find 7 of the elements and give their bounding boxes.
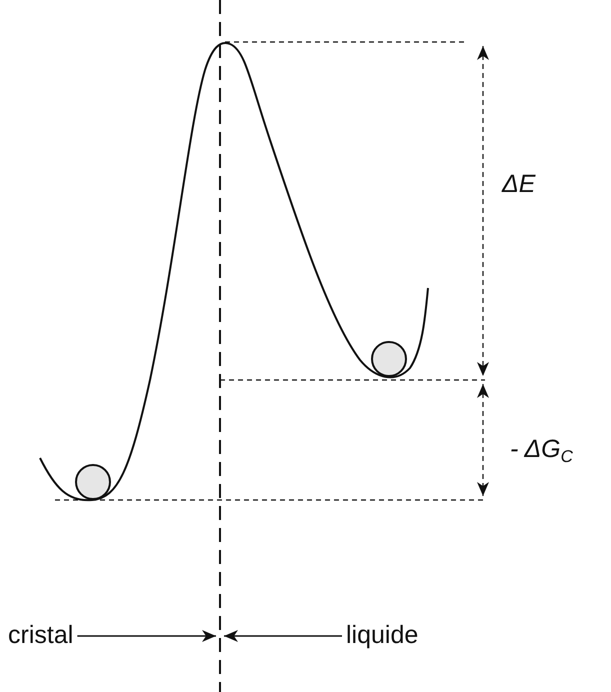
- arrow: [224, 630, 342, 642]
- dimension-label: - ΔG$_{C}$: [510, 435, 573, 467]
- arrow: [77, 630, 216, 642]
- dimension-label: ΔE: [502, 170, 536, 199]
- state-label: cristal: [8, 620, 74, 650]
- divider-line: [216, 0, 224, 692]
- state-label: liquide: [346, 620, 418, 650]
